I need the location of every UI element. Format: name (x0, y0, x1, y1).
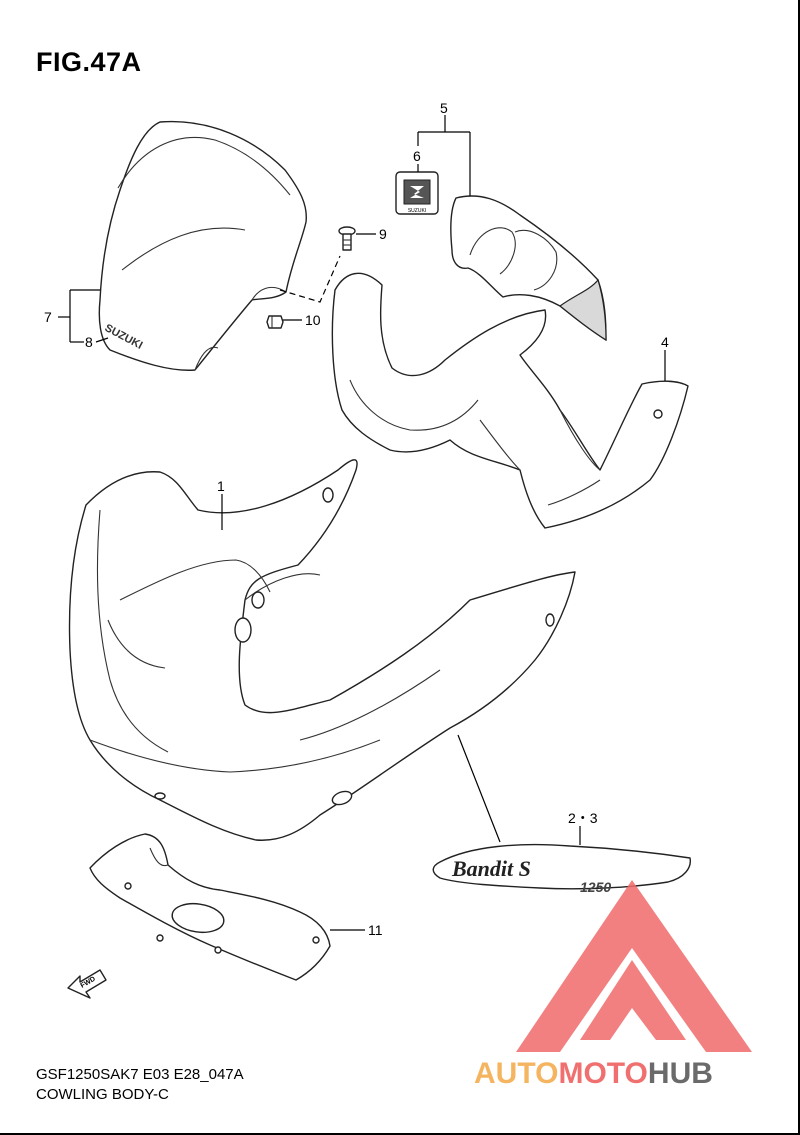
leader-lines (58, 115, 666, 931)
inner-side-panel-part[interactable] (331, 272, 689, 529)
callout-7: 7 (44, 309, 52, 325)
callout-10: 10 (305, 312, 321, 328)
callout-1: 1 (217, 478, 225, 494)
callout-labels: 1 2・3 4 5 6 7 8 9 10 11 (44, 100, 669, 938)
emblem-script-text: Bandit S (451, 856, 531, 881)
figure-code: GSF1250SAK7 E03 E28_047A (36, 1066, 244, 1083)
watermark-text: AUTOMOTOHUB (474, 1057, 713, 1090)
figure-title: FIG.47A (36, 47, 142, 77)
windscreen-part[interactable]: SUZUKI (98, 120, 307, 371)
badge-brand-text: SUZUKI (408, 208, 426, 214)
headlight-cover-part[interactable] (450, 195, 607, 342)
watermark-text-part3: HUB (648, 1057, 713, 1090)
callout-4: 4 (661, 334, 669, 350)
callout-2-3: 2・3 (568, 810, 598, 826)
watermark-logo-icon (516, 880, 752, 1052)
cowling-body-part[interactable] (68, 459, 576, 841)
emblem-part[interactable]: Bandit S 1250 (432, 843, 691, 895)
fwd-arrow-icon: FWD (67, 969, 107, 999)
figure-name: COWLING BODY-C (36, 1086, 169, 1103)
nut-part[interactable] (266, 315, 284, 329)
callout-11: 11 (368, 922, 383, 938)
lower-bracket-part[interactable] (89, 833, 331, 981)
assembly-dash-line (279, 255, 341, 303)
badge-part[interactable]: SUZUKI (395, 171, 439, 215)
callout-9: 9 (379, 226, 387, 242)
watermark-text-part2: MOTO (558, 1057, 647, 1090)
screw-part[interactable] (338, 226, 356, 251)
watermark-inner-shape (580, 960, 686, 1040)
callout-6: 6 (413, 148, 421, 164)
emblem-number-text: 1250 (580, 879, 611, 895)
callout-8: 8 (85, 334, 93, 350)
watermark-triangle-shape (516, 880, 752, 1052)
callout-5: 5 (440, 100, 448, 116)
watermark-text-part1: AUTO (474, 1057, 558, 1090)
